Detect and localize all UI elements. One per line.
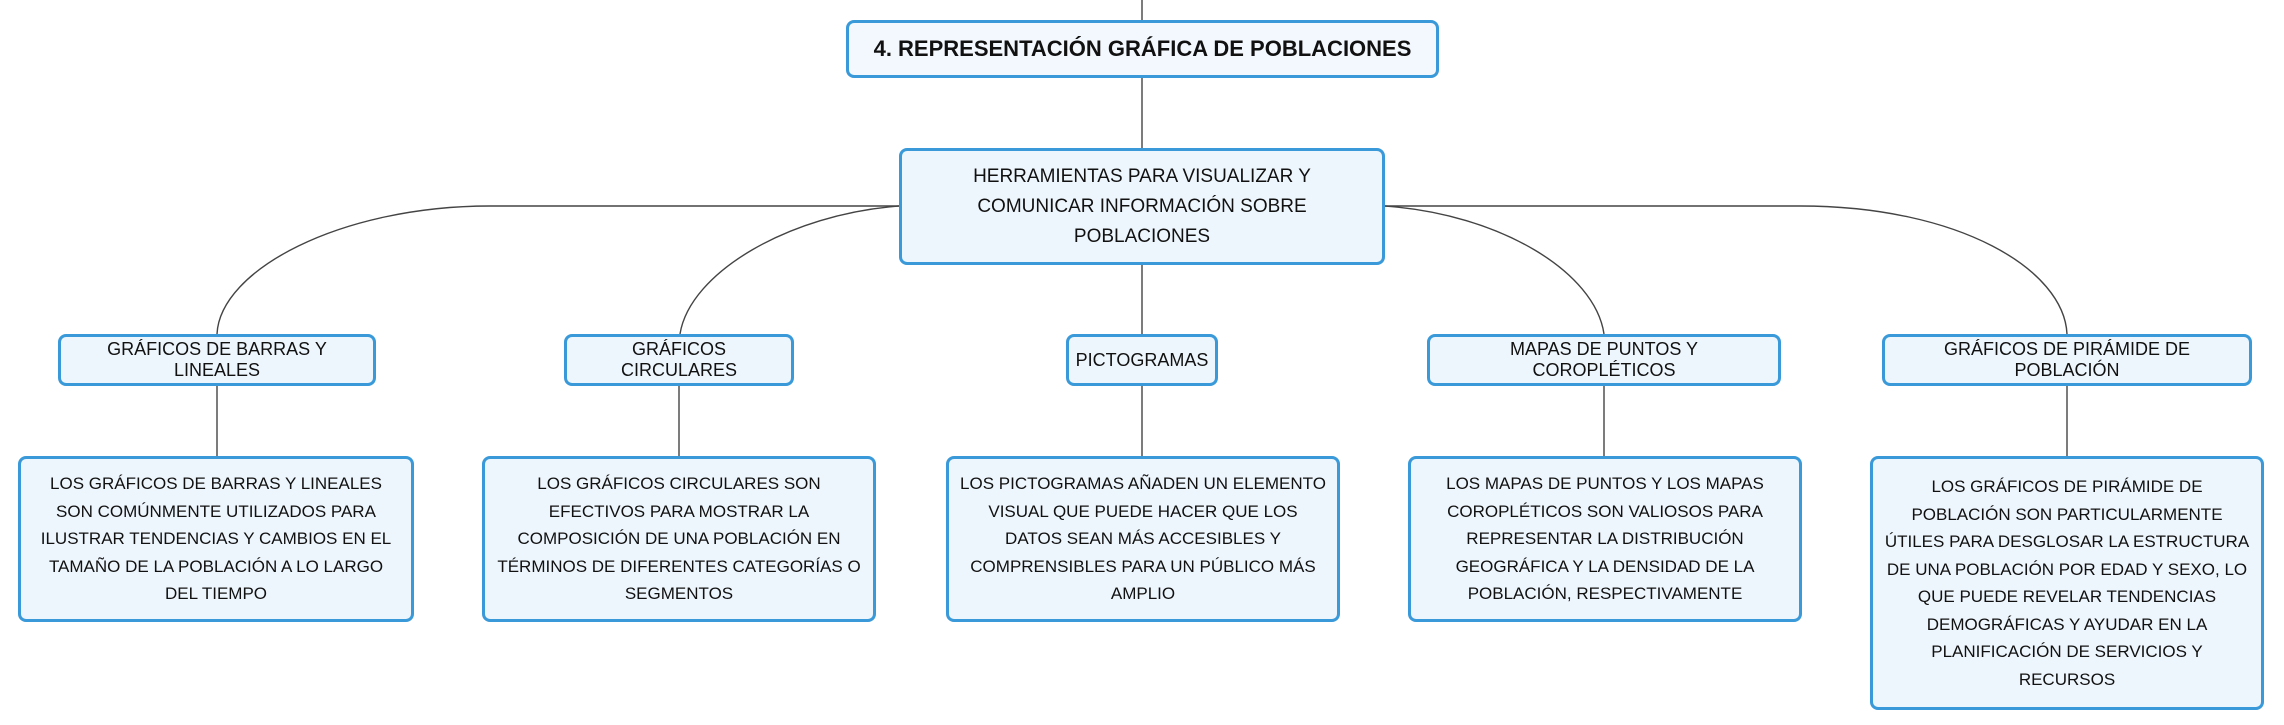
central-topic[interactable]: HERRAMIENTAS PARA VISUALIZAR Y COMUNICAR…: [899, 148, 1385, 265]
branch-topic-population-pyramids[interactable]: GRÁFICOS DE PIRÁMIDE DE POBLACIÓN: [1882, 334, 2252, 386]
branch-topic-label: PICTOGRAMAS: [1075, 349, 1209, 370]
branch-topic-label: GRÁFICOS CIRCULARES: [620, 339, 738, 380]
branch-topic-label: MAPAS DE PUNTOS Y COROPLÉTICOS: [1509, 339, 1699, 380]
root-topic-label: 4. REPRESENTACIÓN GRÁFICA DE POBLACIONES: [873, 36, 1412, 61]
central-topic-label: HERRAMIENTAS PARA VISUALIZAR Y COMUNICAR…: [973, 165, 1311, 247]
subtopic-bar-line-charts-description[interactable]: LOS GRÁFICOS DE BARRAS Y LINEALES SON CO…: [18, 456, 414, 622]
branch-topic-bar-line-charts[interactable]: GRÁFICOS DE BARRAS Y LINEALES: [58, 334, 376, 386]
subtopic-population-pyramids-description[interactable]: LOS GRÁFICOS DE PIRÁMIDE DE POBLACIÓN SO…: [1870, 456, 2264, 710]
connector-center-to-branch-0: [216, 205, 899, 335]
subtopic-pie-charts-description[interactable]: LOS GRÁFICOS CIRCULARES SON EFECTIVOS PA…: [482, 456, 876, 622]
connector-center-to-branch-1: [679, 205, 900, 335]
connector-center-to-branch-3: [1384, 205, 1605, 335]
subtopic-pictograms-description[interactable]: LOS PICTOGRAMAS AÑADEN UN ELEMENTO VISUA…: [946, 456, 1340, 622]
connector-center-to-branch-4: [1385, 205, 2068, 335]
branch-topic-label: GRÁFICOS DE PIRÁMIDE DE POBLACIÓN: [1943, 339, 2191, 380]
branch-topic-pictograms[interactable]: PICTOGRAMAS: [1066, 334, 1218, 386]
branch-topic-label: GRÁFICOS DE BARRAS Y LINEALES: [107, 339, 327, 380]
subtopic-text: LOS GRÁFICOS CIRCULARES SON EFECTIVOS PA…: [497, 474, 861, 604]
branch-topic-dot-choropleth-maps[interactable]: MAPAS DE PUNTOS Y COROPLÉTICOS: [1427, 334, 1781, 386]
subtopic-text: LOS MAPAS DE PUNTOS Y LOS MAPAS COROPLÉT…: [1446, 474, 1764, 604]
subtopic-text: LOS GRÁFICOS DE PIRÁMIDE DE POBLACIÓN SO…: [1884, 477, 2250, 689]
subtopic-dot-choropleth-maps-description[interactable]: LOS MAPAS DE PUNTOS Y LOS MAPAS COROPLÉT…: [1408, 456, 1802, 622]
subtopic-text: LOS PICTOGRAMAS AÑADEN UN ELEMENTO VISUA…: [960, 474, 1326, 604]
subtopic-text: LOS GRÁFICOS DE BARRAS Y LINEALES SON CO…: [40, 474, 392, 604]
root-topic[interactable]: 4. REPRESENTACIÓN GRÁFICA DE POBLACIONES: [846, 20, 1439, 78]
branch-topic-pie-charts[interactable]: GRÁFICOS CIRCULARES: [564, 334, 794, 386]
